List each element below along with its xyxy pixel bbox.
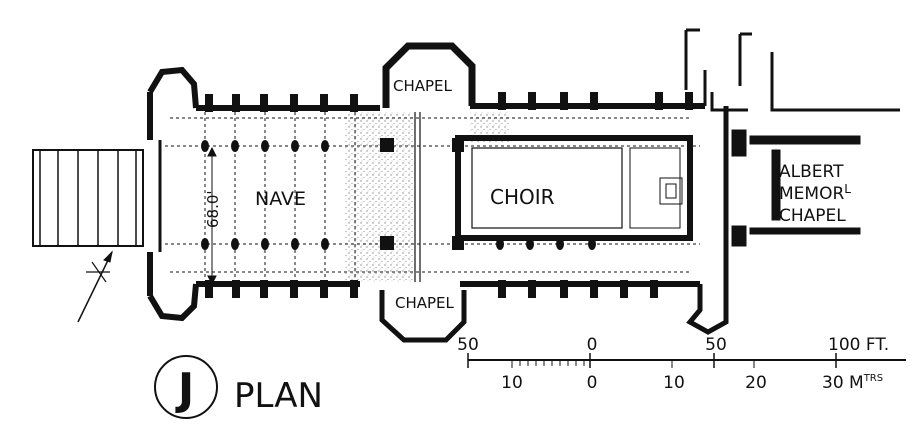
plan-title: J PLAN [154, 355, 323, 419]
label-choir: CHOIR [490, 185, 555, 209]
title-letter: J [175, 364, 194, 415]
west-steps [32, 149, 144, 247]
scale-feet-label: 0 [587, 335, 598, 355]
dimension-arrow [207, 146, 217, 286]
label-nave: NAVE [255, 188, 306, 210]
scale-bar [467, 353, 906, 368]
scale-feet-labels: 50 0 50 100 FT. [457, 335, 889, 355]
scale-metres-labels: 10 0 10 20 30 MTRS [501, 373, 883, 393]
choir-enclosure [414, 112, 693, 282]
label-albert-line1: ALBERT [779, 162, 844, 182]
title-circle [154, 355, 218, 419]
north-arrow-compass-icon [77, 250, 113, 323]
scale-metres-label: 10 [501, 373, 523, 393]
label-dimension: 68.0' [204, 190, 222, 228]
title-word: PLAN [234, 376, 323, 416]
scale-feet-label: 50 [705, 335, 727, 355]
label-albert-line3: CHAPEL [779, 206, 846, 226]
label-chapel-north: CHAPEL [393, 77, 453, 95]
nave-piers [201, 138, 464, 250]
scale-metres-label: 10 [663, 373, 685, 393]
albert-memorial-walls [684, 28, 900, 247]
scale-metres-label: 20 [745, 373, 767, 393]
scale-feet-label: 50 [457, 335, 479, 355]
scale-feet-label: 100 FT. [828, 335, 889, 355]
scale-metres-label: 30 MTRS [822, 373, 883, 393]
buttresses [205, 92, 693, 298]
label-albert-line2: MEMORL [779, 182, 851, 204]
scale-metres-label: 0 [587, 373, 598, 393]
vault-lines [165, 112, 700, 280]
label-chapel-south: CHAPEL [395, 294, 455, 312]
